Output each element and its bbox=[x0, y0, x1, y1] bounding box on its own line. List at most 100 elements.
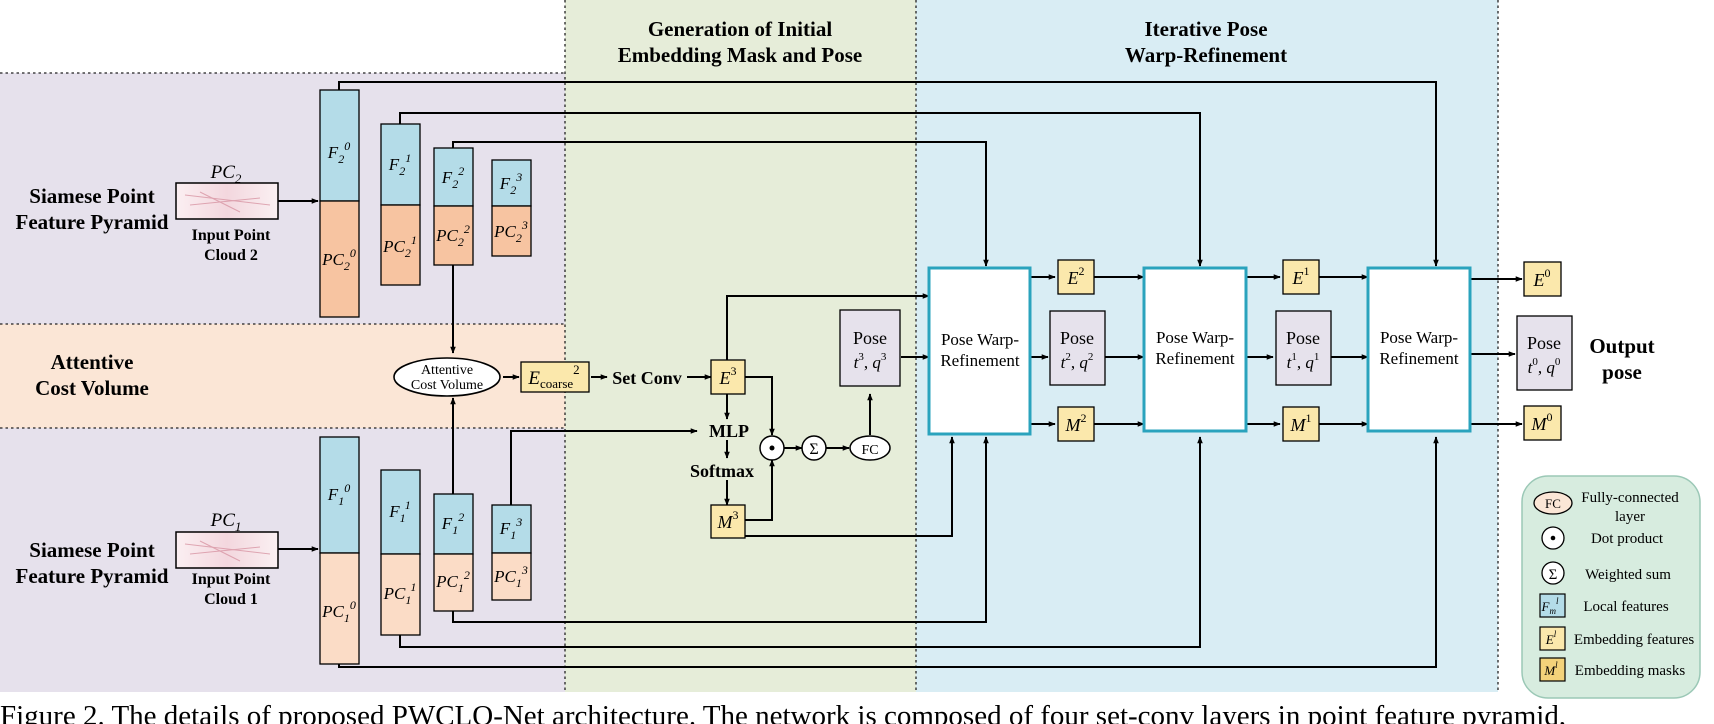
fc-node bbox=[849, 435, 891, 461]
pc2-1-label: PC21 bbox=[382, 233, 417, 260]
f2-2-block bbox=[433, 147, 474, 207]
input-point-cloud-1: PC1 Input Point Cloud 1 bbox=[175, 510, 279, 608]
legend-emb-icon bbox=[1539, 626, 1566, 651]
e1-box bbox=[1282, 259, 1320, 295]
pc1-1-label: PC11 bbox=[383, 580, 417, 607]
m2-label: M2 bbox=[1065, 411, 1087, 435]
pose0-values: t0, q0 bbox=[1528, 356, 1561, 377]
svg-text:Refinement: Refinement bbox=[940, 351, 1020, 370]
legend-box bbox=[1521, 475, 1701, 699]
stage-outputs-2: E2 Pose t2, q2 M2 bbox=[1049, 259, 1106, 442]
pose1-box bbox=[1275, 310, 1332, 386]
legend-local-text: Local features bbox=[1583, 599, 1669, 615]
m2-box bbox=[1057, 406, 1095, 442]
e-coarse-label: Ecoarse2 bbox=[527, 362, 579, 391]
f1-2-block bbox=[433, 493, 474, 555]
pose1-values: t1, q1 bbox=[1287, 351, 1320, 372]
fc-label: FC bbox=[861, 443, 878, 458]
iterative-title-line-1: Iterative Pose bbox=[1144, 17, 1267, 41]
e3-label: E3 bbox=[719, 364, 737, 388]
f2-3-label: F23 bbox=[499, 170, 522, 197]
siamese-bottom-label-1: Siamese Point bbox=[29, 538, 154, 562]
legend-mask-symbol: Ml bbox=[1543, 660, 1558, 678]
f1-2-label: F12 bbox=[441, 510, 464, 537]
e2-label: E2 bbox=[1067, 264, 1085, 288]
pose-initial-title: Pose bbox=[853, 328, 887, 348]
f1-0-label: F10 bbox=[327, 481, 350, 508]
e-coarse-box bbox=[520, 361, 590, 393]
attentive-label-2: Cost Volume bbox=[35, 376, 149, 400]
pyramid-bottom-labels: F10 PC10 F11 PC11 F12 PC12 F13 PC13 bbox=[321, 481, 528, 625]
svg-text:Pose Warp-: Pose Warp- bbox=[1156, 328, 1234, 347]
siamese-top-label-1: Siamese Point bbox=[29, 184, 154, 208]
legend-local-symbol: Fml bbox=[1541, 596, 1559, 616]
stage-outputs-1: E1 Pose t1, q1 M1 bbox=[1275, 259, 1332, 442]
weighted-sum-node bbox=[801, 435, 827, 461]
f2-2-label: F22 bbox=[441, 164, 464, 191]
pyramid-top bbox=[319, 89, 532, 318]
pc1-3-block bbox=[491, 552, 532, 601]
connectors bbox=[278, 81, 1523, 668]
m1-label: M1 bbox=[1290, 411, 1312, 435]
legend-emb-text: Embedding features bbox=[1574, 632, 1695, 648]
pose0-title: Pose bbox=[1527, 333, 1561, 353]
figure-caption: Figure 2. The details of proposed PWCLO-… bbox=[0, 700, 1567, 724]
legend-mask-icon bbox=[1539, 657, 1566, 682]
legend-local-icon bbox=[1539, 593, 1566, 618]
pc1-caption-2: Cloud 1 bbox=[204, 591, 258, 608]
legend-sum-text: Weighted sum bbox=[1585, 567, 1671, 583]
e3-box bbox=[710, 359, 746, 395]
svg-text:Refinement: Refinement bbox=[1379, 349, 1459, 368]
e0-label: E0 bbox=[1533, 266, 1551, 290]
svg-text:Pose Warp-: Pose Warp- bbox=[1380, 328, 1458, 347]
pc2-0-label: PC20 bbox=[321, 246, 356, 273]
pose0-box bbox=[1516, 315, 1573, 391]
legend-fc-icon bbox=[1533, 491, 1573, 515]
m1-box bbox=[1282, 406, 1320, 442]
refinement-block-3: Pose Warp- Refinement bbox=[1366, 266, 1472, 433]
pc1-0-block bbox=[319, 552, 360, 665]
f2-0-block bbox=[319, 89, 360, 202]
softmax-label: Softmax bbox=[690, 461, 754, 481]
pose2-title: Pose bbox=[1060, 328, 1094, 348]
pc2-caption-2: Cloud 2 bbox=[204, 247, 258, 264]
f2-1-label: F21 bbox=[388, 151, 411, 178]
f1-0-block bbox=[319, 436, 360, 554]
legend: FC Fully-connected layer Dot product Σ W… bbox=[1521, 475, 1701, 699]
legend-fc-symbol: FC bbox=[1545, 496, 1561, 511]
pc2-caption-1: Input Point bbox=[192, 227, 271, 244]
pc1-label: PC1 bbox=[210, 510, 242, 534]
legend-dot-center-icon bbox=[1550, 535, 1556, 541]
f1-1-label: F11 bbox=[388, 498, 411, 525]
pc1-caption-1: Input Point bbox=[192, 571, 271, 588]
e1-label: E1 bbox=[1292, 264, 1310, 288]
region-separators bbox=[0, 0, 1499, 692]
set-conv-label: Set Conv bbox=[612, 368, 682, 388]
legend-sum-symbol: Σ bbox=[1549, 567, 1558, 583]
f1-3-label: F13 bbox=[499, 515, 522, 542]
generation-title-line-1: Generation of Initial bbox=[648, 17, 832, 41]
pc2-0-block bbox=[319, 200, 360, 318]
attentive-label-1: Attentive bbox=[51, 350, 134, 374]
pose2-values: t2, q2 bbox=[1061, 351, 1094, 372]
generation-title-line-2: Embedding Mask and Pose bbox=[618, 43, 862, 67]
e0-box bbox=[1523, 261, 1562, 297]
pc2-2-label: PC22 bbox=[435, 222, 470, 249]
siamese-bottom-label-2: Feature Pyramid bbox=[16, 564, 169, 588]
legend-fc-text-2: layer bbox=[1615, 509, 1645, 525]
input-point-cloud-2: PC2 Input Point Cloud 2 bbox=[175, 162, 279, 264]
siamese-top-label-2: Feature Pyramid bbox=[16, 210, 169, 234]
f2-1-block bbox=[380, 123, 421, 206]
pose-initial-box bbox=[839, 309, 901, 387]
m0-label: M0 bbox=[1531, 410, 1553, 434]
m3-label: M3 bbox=[717, 508, 739, 532]
refinement-block-1: Pose Warp- Refinement bbox=[927, 266, 1032, 436]
m0-box bbox=[1523, 405, 1562, 441]
attentive-cost-volume-node bbox=[393, 357, 501, 397]
acv-label-2: Cost Volume bbox=[411, 378, 483, 393]
iterative-title-line-2: Warp-Refinement bbox=[1125, 43, 1287, 67]
stage-outputs-0: E0 Pose t0, q0 M0 bbox=[1516, 261, 1573, 441]
output-pose-label-2: pose bbox=[1602, 360, 1642, 384]
pc2-1-block bbox=[380, 204, 421, 286]
